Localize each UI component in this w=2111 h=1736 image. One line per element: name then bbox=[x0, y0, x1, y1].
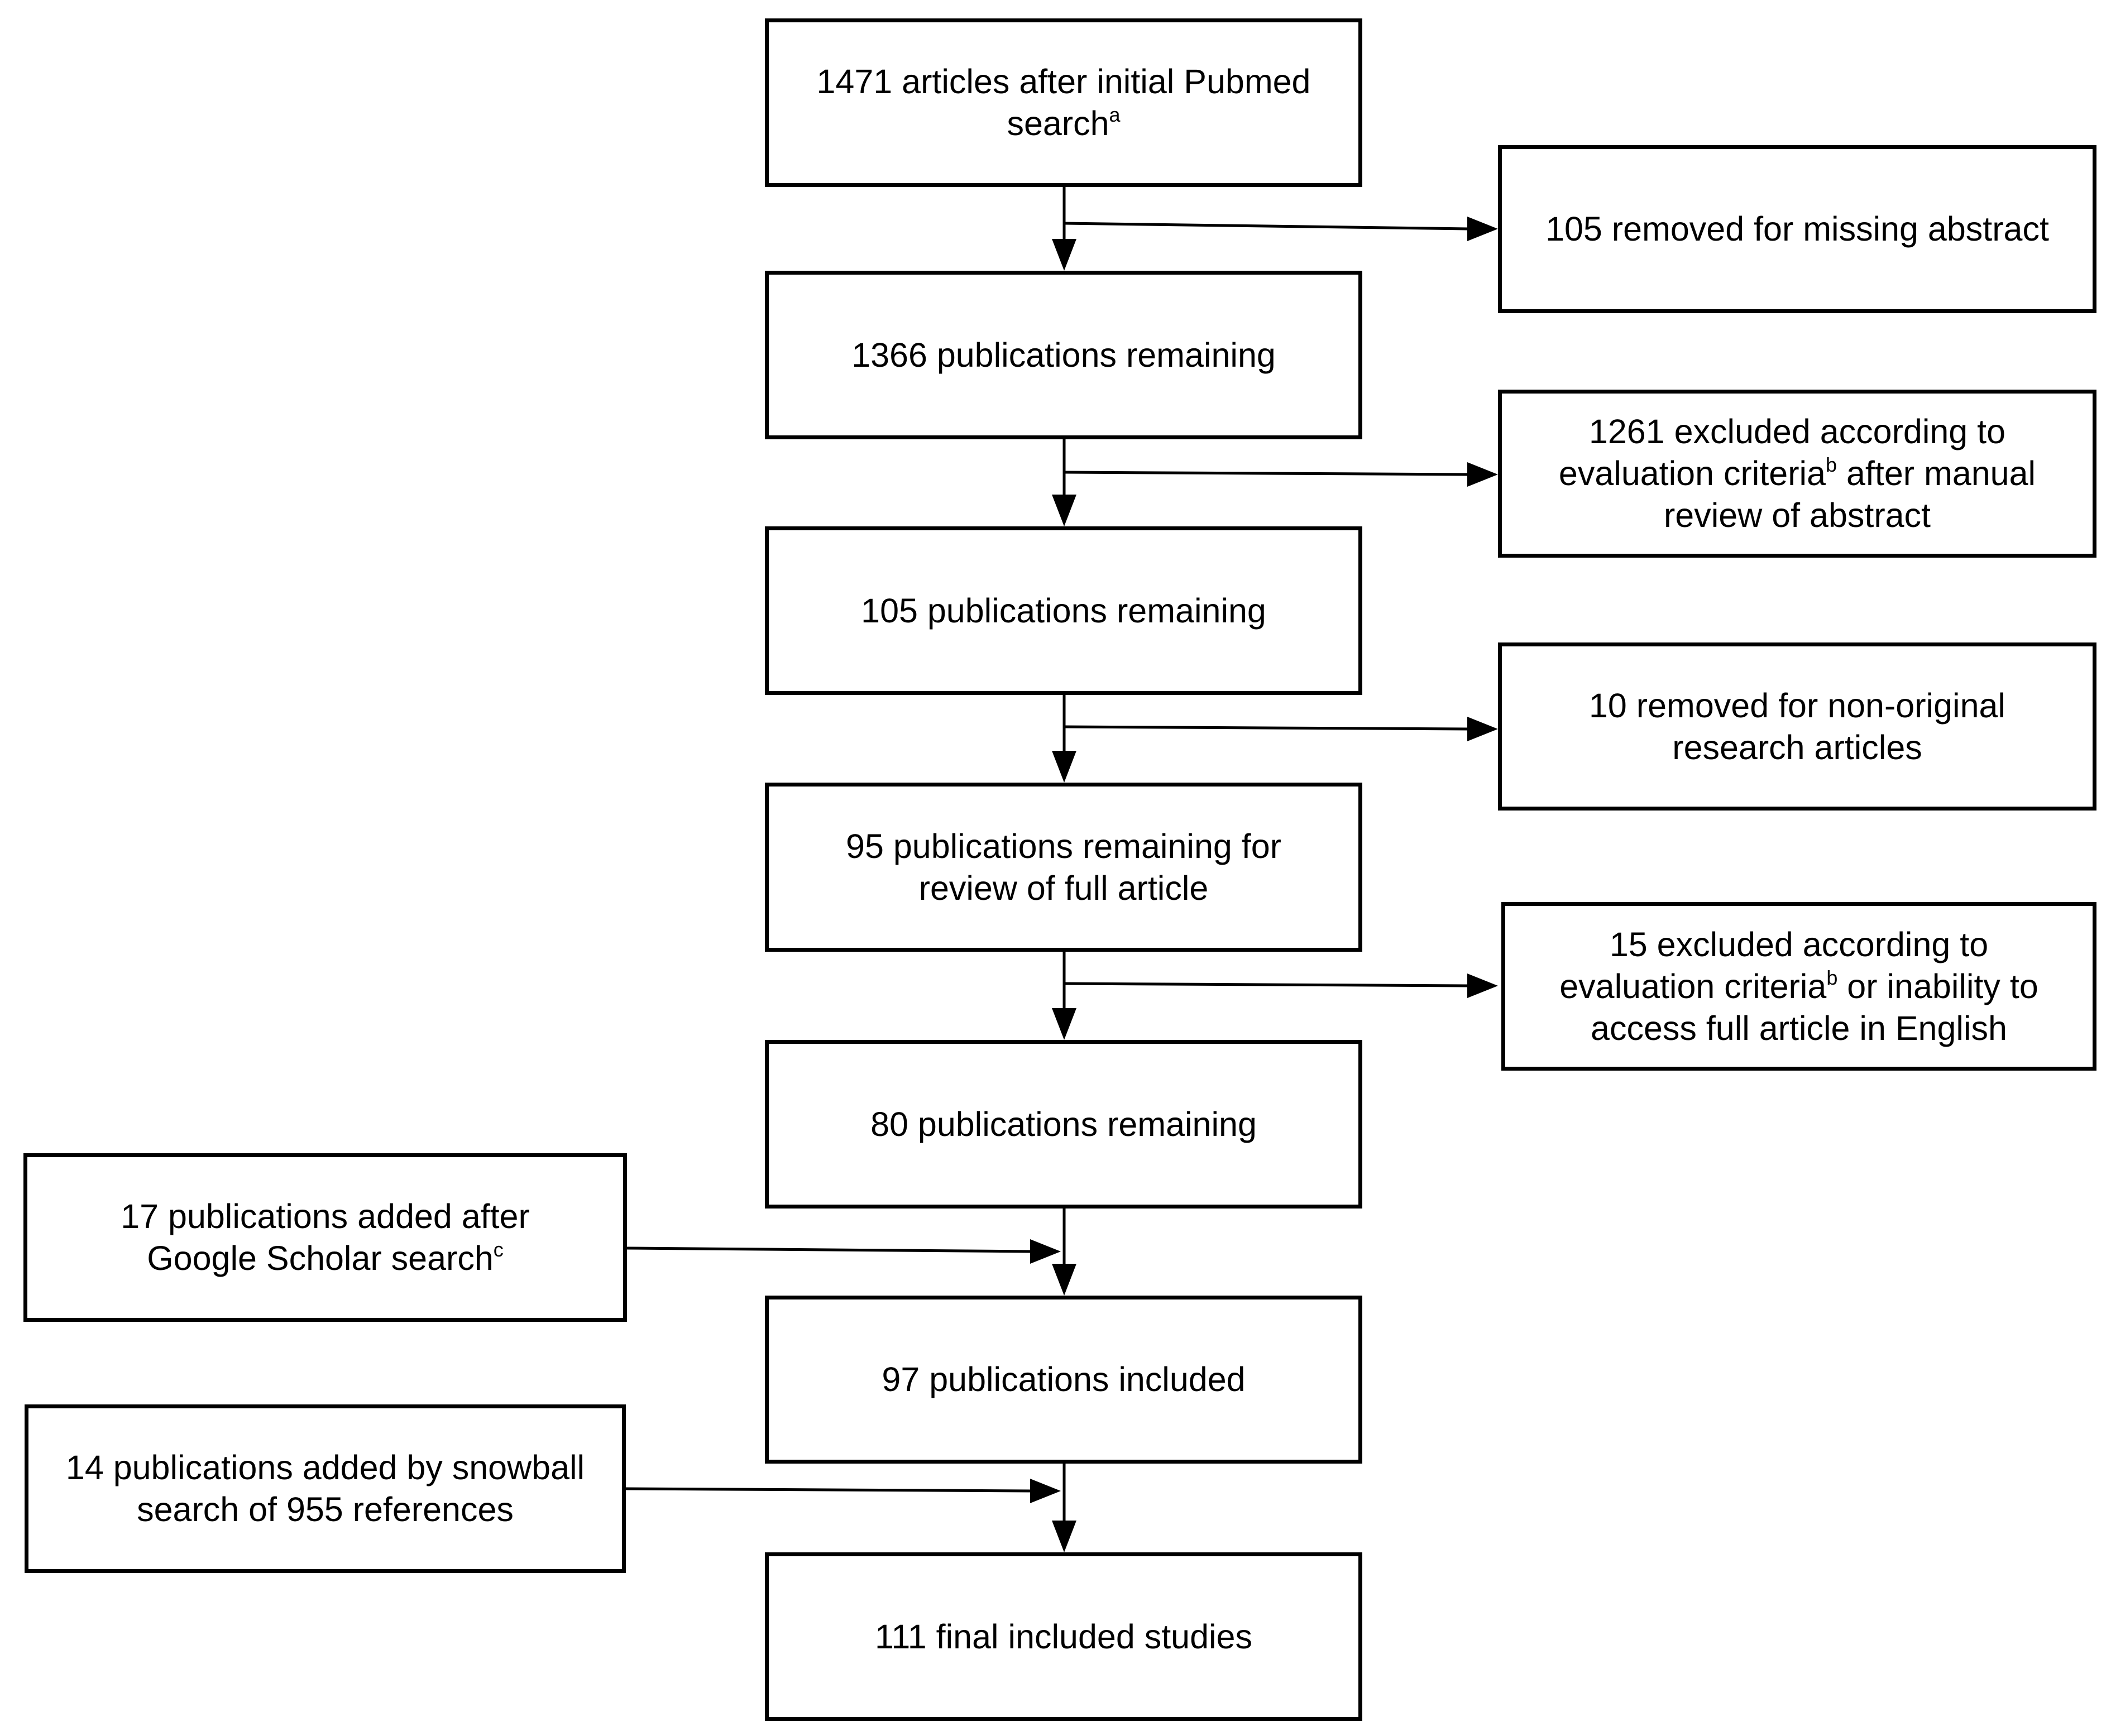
box-abstract-review-excluded: 1261 excluded according to evaluation cr… bbox=[1498, 390, 2096, 558]
arrowhead-down-4 bbox=[1052, 1008, 1076, 1040]
footnote-marker-c: c bbox=[493, 1238, 504, 1261]
box-final-included-text: 111 final included studies bbox=[875, 1617, 1252, 1656]
footnote-marker-b-2: b bbox=[1826, 966, 1838, 989]
arrowhead-down-6 bbox=[1052, 1521, 1076, 1552]
arrowhead-in-2 bbox=[1030, 1479, 1061, 1503]
box-1366-remaining-text: 1366 publications remaining bbox=[851, 335, 1276, 374]
arrow-right-3 bbox=[1064, 725, 1469, 731]
box-97-included-text: 97 publications included bbox=[882, 1360, 1246, 1398]
box-initial-search: 1471 articles after initial Pubmed searc… bbox=[765, 18, 1362, 187]
arrowhead-in-1 bbox=[1030, 1239, 1061, 1264]
box-missing-abstract: 105 removed for missing abstract bbox=[1498, 145, 2096, 313]
box-97-included: 97 publications included bbox=[765, 1296, 1362, 1464]
box-1366-remaining: 1366 publications remaining bbox=[765, 271, 1362, 439]
arrowhead-down-2 bbox=[1052, 495, 1076, 526]
box-80-remaining-text: 80 publications remaining bbox=[870, 1105, 1257, 1143]
arrowhead-right-2 bbox=[1467, 462, 1498, 487]
box-abstract-review-excluded-text: 1261 excluded according to evaluation cr… bbox=[1558, 413, 2036, 534]
box-95-remaining: 95 publications remaining for review of … bbox=[765, 783, 1362, 952]
box-google-scholar-added: 17 publications added after Google Schol… bbox=[23, 1153, 627, 1322]
arrow-in-2 bbox=[625, 1487, 1032, 1493]
arrowhead-right-3 bbox=[1467, 717, 1498, 741]
arrow-right-4 bbox=[1064, 982, 1469, 987]
arrowhead-down-3 bbox=[1052, 751, 1076, 783]
box-final-included: 111 final included studies bbox=[765, 1552, 1362, 1721]
box-initial-search-text: 1471 articles after initial Pubmed searc… bbox=[816, 63, 1311, 142]
box-snowball-added-text: 14 publications added by snowball search… bbox=[65, 1449, 585, 1528]
box-95-remaining-text: 95 publications remaining for review of … bbox=[846, 827, 1281, 907]
footnote-marker-a: a bbox=[1109, 103, 1121, 126]
arrowhead-down-5 bbox=[1052, 1264, 1076, 1296]
arrow-in-1 bbox=[626, 1246, 1032, 1253]
box-non-original-removed-text: 10 removed for non-original research art… bbox=[1589, 686, 2005, 766]
box-105-remaining-text: 105 publications remaining bbox=[861, 591, 1266, 630]
arrowhead-right-4 bbox=[1467, 973, 1498, 998]
box-80-remaining: 80 publications remaining bbox=[765, 1040, 1362, 1209]
box-full-review-excluded-text: 15 excluded according to evaluation crit… bbox=[1559, 925, 2038, 1047]
box-non-original-removed: 10 removed for non-original research art… bbox=[1498, 642, 2096, 811]
footnote-marker-b: b bbox=[1826, 453, 1837, 476]
arrowhead-down-1 bbox=[1052, 239, 1076, 271]
box-google-scholar-added-text: 17 publications added after Google Schol… bbox=[121, 1197, 530, 1277]
box-105-remaining: 105 publications remaining bbox=[765, 526, 1362, 695]
arrow-right-2 bbox=[1064, 471, 1469, 476]
arrow-right-1 bbox=[1064, 222, 1469, 231]
arrowhead-right-1 bbox=[1467, 217, 1498, 241]
box-snowball-added: 14 publications added by snowball search… bbox=[25, 1404, 626, 1573]
box-full-review-excluded: 15 excluded according to evaluation crit… bbox=[1501, 902, 2096, 1071]
box-missing-abstract-text: 105 removed for missing abstract bbox=[1545, 210, 2049, 248]
